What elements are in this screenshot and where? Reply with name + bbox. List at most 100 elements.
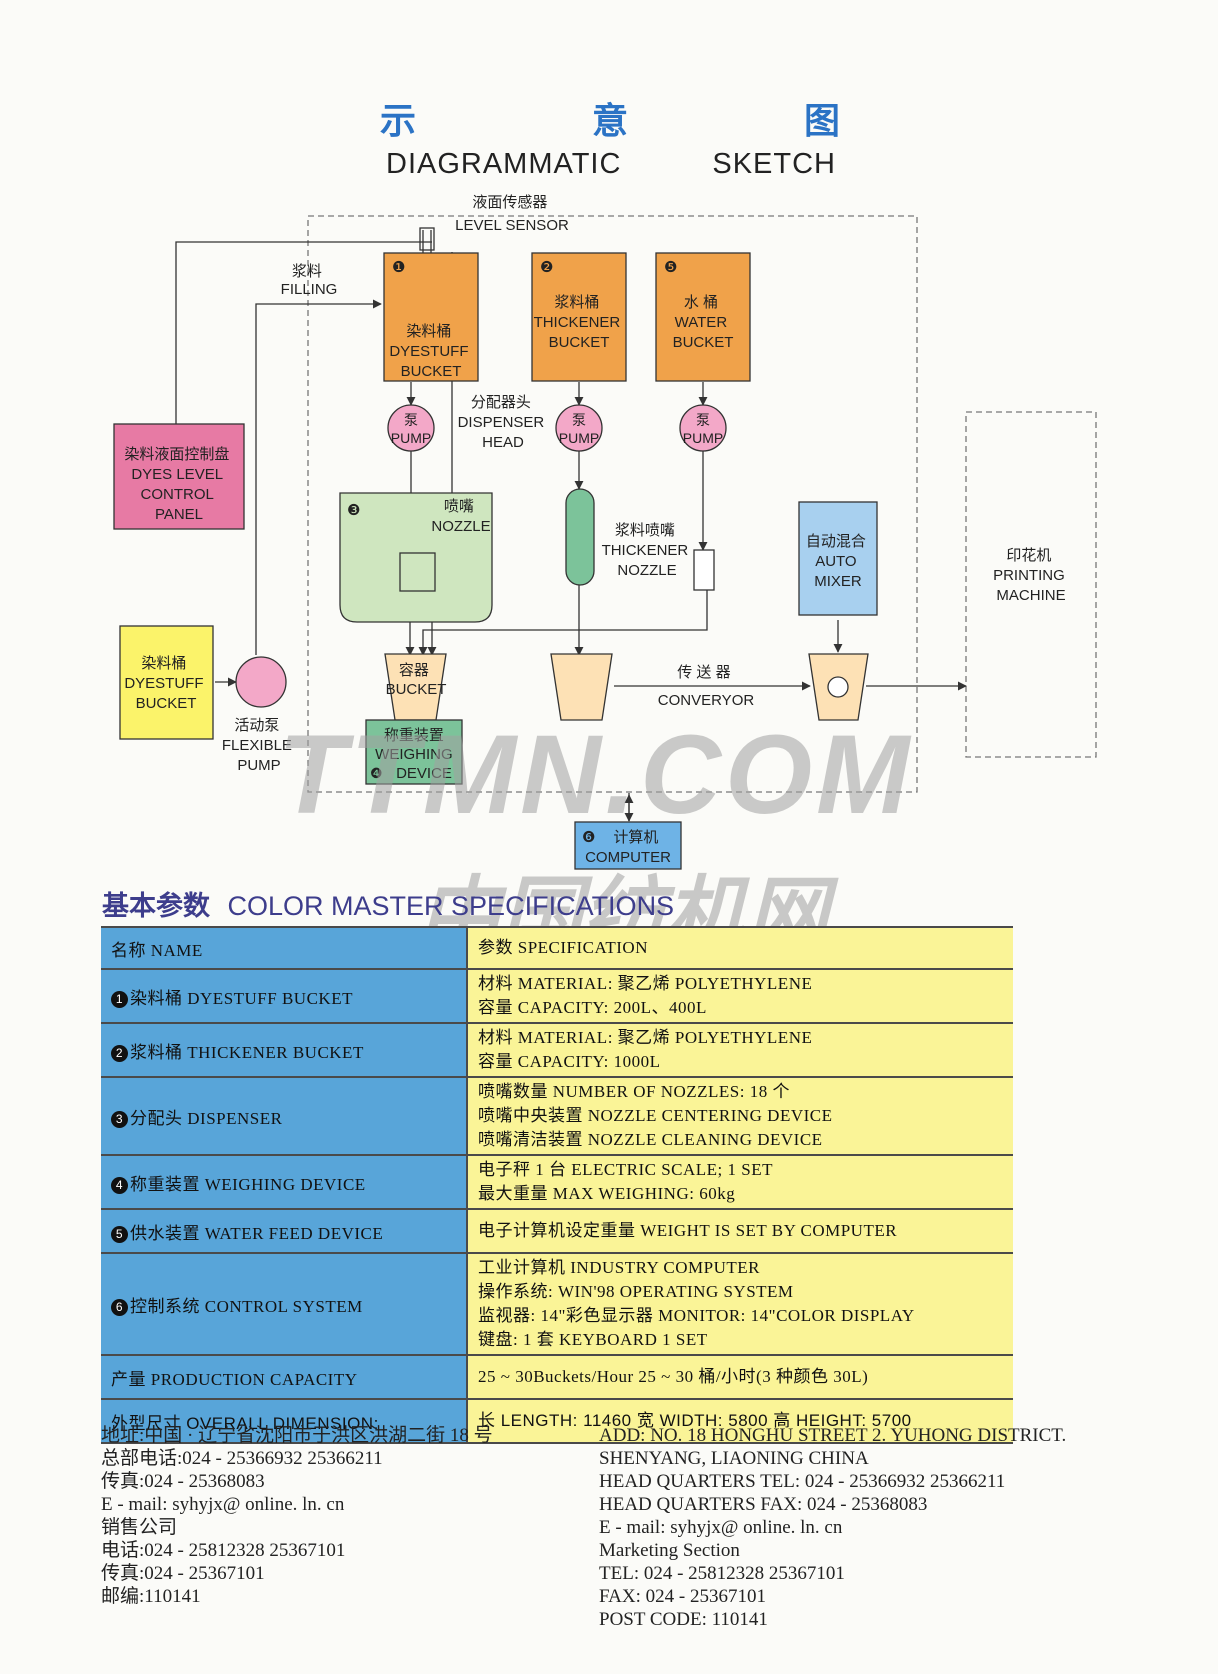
printing-machine-label: 印花机 PRINTING MACHINE xyxy=(993,547,1069,604)
spec-value-line: 25 ~ 30Buckets/Hour 25 ~ 30 桶/小时(3 种颜色 3… xyxy=(478,1367,869,1386)
spec-value: 喷嘴数量 NUMBER OF NOZZLES: 18 个喷嘴中央装置 NOZZL… xyxy=(467,1076,1013,1155)
table-header-row: 名称 NAME 参数 SPECIFICATION xyxy=(101,926,1013,969)
water-bucket: ❺ 水 桶 WATER BUCKET xyxy=(655,252,751,382)
title-english: DIAGRAMMATIC SKETCH xyxy=(386,148,836,181)
process-diagram: 液面传感器 LEVEL SENSOR 浆料 FILLING ❶ 染料桶 DYES… xyxy=(113,194,1097,870)
dyes-level-control-panel: 染料液面控制盘 DYES LEVEL CONTROL PANEL xyxy=(113,423,245,530)
svg-text:称重装置 WEIGHING DEVI: 称重装置 WEIGHING DEVICE xyxy=(375,727,457,782)
title-en-word: DIAGRAMMATIC xyxy=(386,148,622,180)
spec-value-line: 操作系统: WIN'98 OPERATING SYSTEM xyxy=(478,1282,794,1301)
spec-value-line: 材料 MATERIAL: 聚乙烯 POLYETHYLENE xyxy=(478,1028,813,1047)
spec-name-text: 称重装置 WEIGHING DEVICE xyxy=(130,1174,366,1194)
spec-name-text: 控制系统 CONTROL SYSTEM xyxy=(130,1296,363,1316)
filling-label: 浆料 FILLING xyxy=(281,262,338,298)
flexible-pump xyxy=(235,656,287,708)
title-en-word: SKETCH xyxy=(712,148,836,180)
item-number-badge: 6 xyxy=(111,1298,128,1316)
item-number-badge: 3 xyxy=(111,1110,128,1128)
contact-line: E - mail: syhyjx@ online. ln. cn xyxy=(599,1517,843,1538)
flexible-pump-label: 活动泵 FLEXIBLE PUMP xyxy=(222,717,296,774)
svg-text:浆料桶 THICKENER BUCK: 浆料桶 THICKENER BUCKET xyxy=(534,293,625,351)
svg-text:❸: ❸ xyxy=(347,502,360,519)
spec-name-text: 产量 PRODUCTION CAPACITY xyxy=(111,1369,358,1389)
title-cn-char: 意 xyxy=(591,100,628,142)
spec-value: 25 ~ 30Buckets/Hour 25 ~ 30 桶/小时(3 种颜色 3… xyxy=(467,1354,1013,1399)
contact-line: 地址:中国 · 辽宁省沈阳市于洪区洪湖二街 18 号 xyxy=(101,1425,493,1446)
spec-name-text: 浆料桶 THICKENER BUCKET xyxy=(130,1042,364,1062)
spec-name-text: 供水装置 WATER FEED DEVICE xyxy=(130,1223,384,1243)
contact-line: POST CODE: 110141 xyxy=(599,1609,768,1630)
item-number-badge: 2 xyxy=(111,1044,128,1062)
spec-name: 产量 PRODUCTION CAPACITY xyxy=(101,1354,468,1399)
svg-text:染料桶 DYESTUFF BUCKE: 染料桶 DYESTUFF BUCKET xyxy=(124,655,207,712)
spec-value-line: 材料 MATERIAL: 聚乙烯 POLYETHYLENE xyxy=(478,974,813,993)
svg-text:染料液面控制盘 DYES LEVEL: 染料液面控制盘 DYES LEVEL CONTROL PANEL xyxy=(124,445,233,523)
item-number-badge: 5 xyxy=(111,1225,128,1243)
spec-name-text: 外型尺寸 OVERALL DIMENSION: xyxy=(111,1413,379,1433)
conveyor-label: 传 送 器 CONVERYOR xyxy=(658,664,755,709)
contact-line: ADD: NO. 18 HONGHU STREET 2. YUHONG DIST… xyxy=(599,1425,1067,1446)
spec-value-line: 监视器: 14"彩色显示器 MONITOR: 14"COLOR DISPLAY xyxy=(478,1306,915,1325)
spec-value: 长 LENGTH: 11460 宽 WIDTH: 5800 高 HEIGHT: … xyxy=(467,1398,1013,1444)
contact-chinese: 地址:中国 · 辽宁省沈阳市于洪区洪湖二街 18 号总部电话:024 - 253… xyxy=(101,1424,493,1608)
svg-text:❻: ❻ xyxy=(582,829,595,846)
dispenser-frame xyxy=(307,215,918,793)
printing-machine-box xyxy=(965,411,1097,758)
svg-text:自动混合 AUTO MIXER: 自动混合 AUTO MIXER xyxy=(806,533,870,590)
spec-value: 材料 MATERIAL: 聚乙烯 POLYETHYLENE 容量 CAPACITY… xyxy=(467,968,1013,1023)
contact-line: 电话:024 - 25812328 25367101 xyxy=(101,1540,346,1561)
thickener-nozzle-capsule xyxy=(565,488,595,586)
header-specification: 参数 SPECIFICATION xyxy=(467,926,1013,969)
contact-line: 邮编:110141 xyxy=(101,1586,201,1607)
spec-value-line: 喷嘴数量 NUMBER OF NOZZLES: 18 个 xyxy=(478,1082,790,1101)
svg-text:容器 BUCKET: 容器 BUCKET xyxy=(386,662,447,698)
dispensing-bucket: 容器 BUCKET xyxy=(384,653,447,721)
svg-text:❶: ❶ xyxy=(392,259,405,276)
contact-line: 传真:024 - 25367101 xyxy=(101,1563,265,1584)
spec-value-line: 长 LENGTH: 11460 宽 WIDTH: 5800 高 HEIGHT: … xyxy=(478,1411,912,1430)
spec-value-line: 电子秤 1 台 ELECTRIC SCALE; 1 SET xyxy=(478,1160,773,1179)
nozzle-block: ❸ 喷嘴 NOZZLE xyxy=(339,492,493,623)
spec-name-text: 染料桶 DYESTUFF BUCKET xyxy=(130,988,353,1008)
svg-text:染料桶 DYESTUFF BUCKE: 染料桶 DYESTUFF BUCKET xyxy=(389,323,472,380)
computer: ❻ 计算机 COMPUTER xyxy=(574,821,682,870)
contact-line: Marketing Section xyxy=(599,1540,740,1561)
specifications-title: 基本参数 COLOR MASTER SPECIFICATIONS xyxy=(102,884,674,923)
thickener-bucket: ❷ 浆料桶 THICKENER BUCKET xyxy=(531,252,627,382)
weighing-device: 称重装置 WEIGHING DEVICE ❹ xyxy=(365,719,463,785)
svg-text:❹: ❹ xyxy=(370,765,383,781)
spec-value-line: 容量 CAPACITY: 200L、400L xyxy=(478,998,707,1017)
spec-value-line: 工业计算机 INDUSTRY COMPUTER xyxy=(478,1258,760,1277)
external-dyestuff-bucket: 染料桶 DYESTUFF BUCKET xyxy=(119,625,214,740)
title-cn-char: 示 xyxy=(380,100,417,142)
dyestuff-bucket: ❶ 染料桶 DYESTUFF BUCKET xyxy=(383,252,479,382)
title-cn-char: 图 xyxy=(803,100,840,142)
svg-text:喷嘴 NOZZLE: 喷嘴 NOZZLE xyxy=(431,498,490,535)
spec-value-line: 键盘: 1 套 KEYBOARD 1 SET xyxy=(478,1330,708,1349)
contact-english: ADD: NO. 18 HONGHU STREET 2. YUHONG DIST… xyxy=(599,1424,1066,1631)
thickener-nozzle-label: 浆料喷嘴 THICKENER NOZZLE xyxy=(602,521,693,579)
spec-value-line: 喷嘴清洁装置 NOZZLE CLEANING DEVICE xyxy=(478,1130,823,1149)
spec-name: 外型尺寸 OVERALL DIMENSION: xyxy=(101,1398,468,1444)
specifications-title-en: COLOR MASTER SPECIFICATIONS xyxy=(227,891,675,921)
item-number-badge: 4 xyxy=(111,1176,128,1194)
thickener-bucket-conveyor xyxy=(550,653,613,721)
mixer-bucket xyxy=(808,653,869,721)
spec-name-text: 分配头 DISPENSER xyxy=(130,1108,283,1128)
